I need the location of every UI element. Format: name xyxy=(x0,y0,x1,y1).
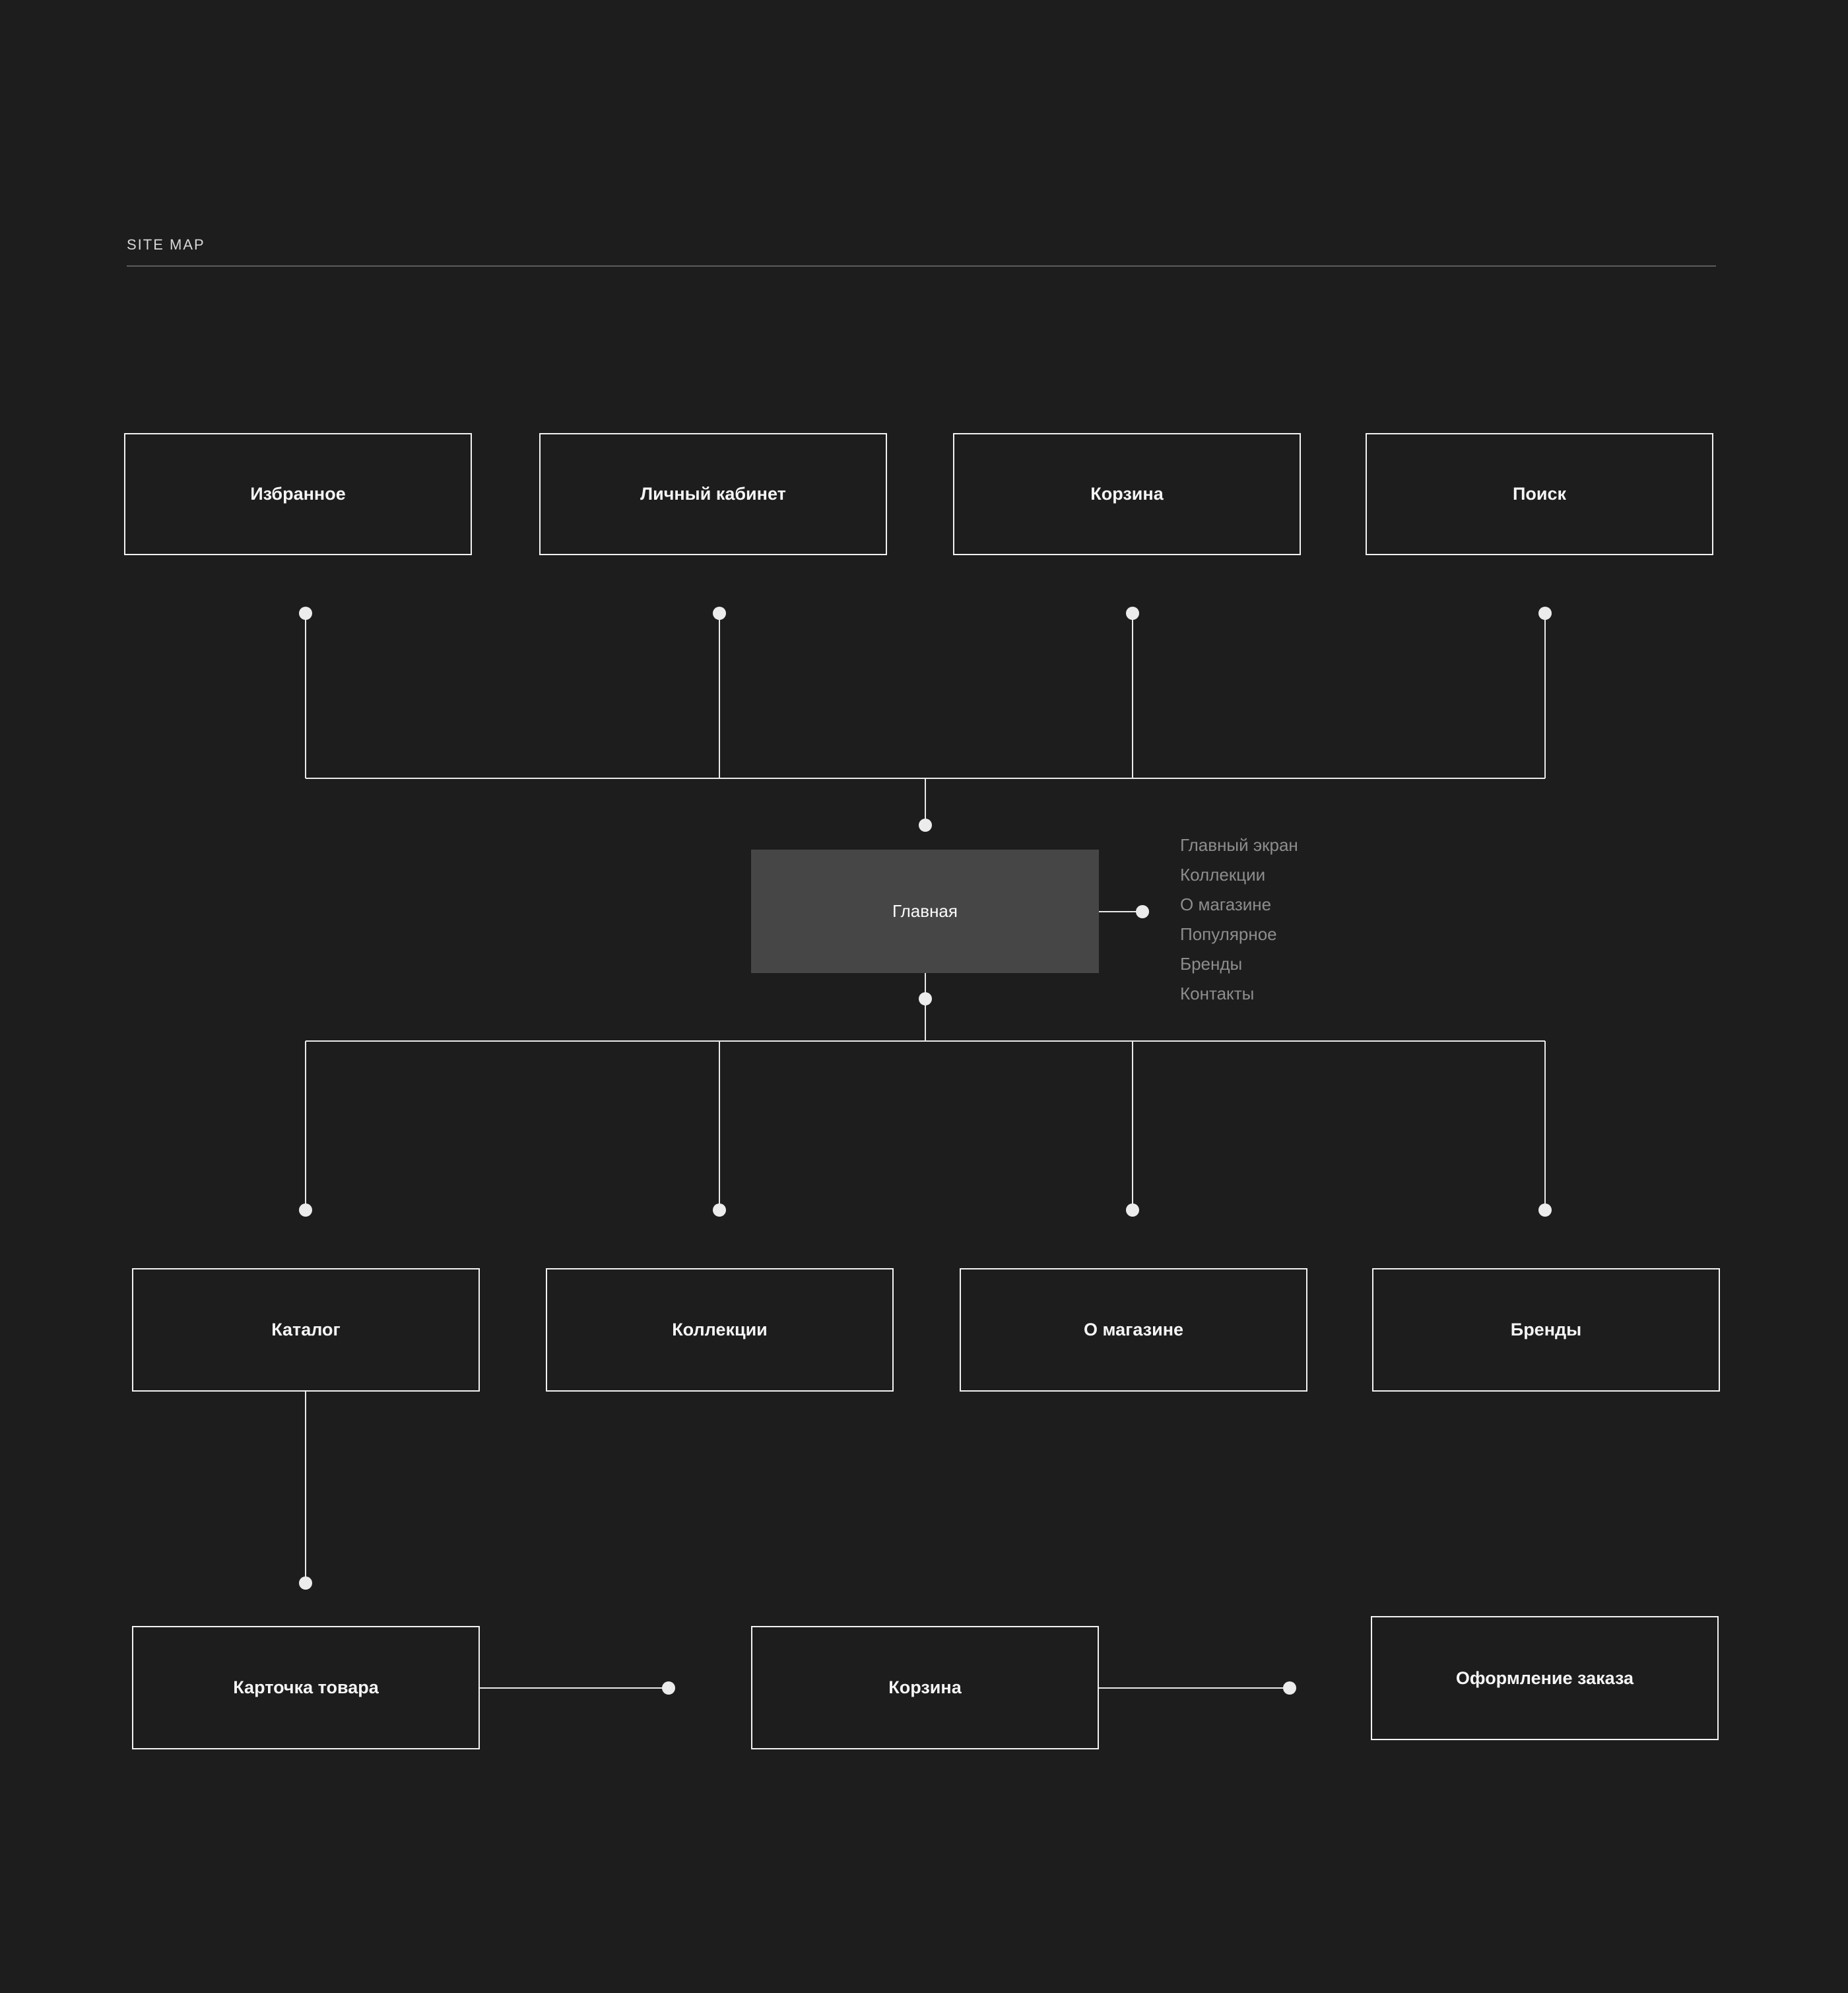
home-section-item: Коллекции xyxy=(1180,865,1266,885)
catalog-to-product-connector xyxy=(299,1392,312,1590)
middle-row-connectors xyxy=(299,973,1552,1217)
node-collections: Коллекции xyxy=(546,1268,894,1392)
home-section-item: Главный экран xyxy=(1180,835,1298,855)
node-favorites: Избранное xyxy=(124,433,472,555)
node-about: О магазине xyxy=(960,1268,1307,1392)
node-cart-bottom: Корзина xyxy=(751,1626,1099,1749)
node-label: Корзина xyxy=(1090,484,1164,504)
node-label: Избранное xyxy=(250,484,346,504)
product-to-cart-connector xyxy=(480,1681,675,1695)
page-title: SITE MAP xyxy=(127,236,205,253)
node-label: Карточка товара xyxy=(233,1677,379,1697)
home-section-item: Бренды xyxy=(1180,954,1243,974)
home-section-item: Популярное xyxy=(1180,924,1277,944)
node-label: Главная xyxy=(892,901,958,921)
node-label: Коллекции xyxy=(672,1320,768,1339)
node-label: Оформление заказа xyxy=(1455,1668,1634,1688)
cart-to-checkout-connector xyxy=(1099,1681,1296,1695)
node-product-card: Карточка товара xyxy=(132,1626,480,1749)
node-label: Корзина xyxy=(888,1677,962,1697)
node-checkout: Оформление заказа xyxy=(1371,1616,1719,1740)
node-search: Поиск xyxy=(1366,433,1713,555)
node-label: Личный кабинет xyxy=(640,484,786,504)
node-label: О магазине xyxy=(1083,1320,1184,1339)
node-cart-top: Корзина xyxy=(953,433,1301,555)
header-divider xyxy=(127,265,1716,267)
home-section-item: Контакты xyxy=(1180,984,1255,1003)
home-section-item: О магазине xyxy=(1180,895,1272,914)
top-row-connectors xyxy=(299,607,1552,832)
node-label: Бренды xyxy=(1510,1320,1582,1339)
home-sections-connector xyxy=(1099,905,1149,918)
node-label: Поиск xyxy=(1512,484,1567,504)
node-label: Каталог xyxy=(271,1320,341,1339)
node-catalog: Каталог xyxy=(132,1268,480,1392)
node-brands: Бренды xyxy=(1372,1268,1720,1392)
node-home: Главная xyxy=(751,850,1099,973)
home-sections-list: Главный экран Коллекции О магазине Попул… xyxy=(1180,830,1298,1009)
node-account: Личный кабинет xyxy=(539,433,887,555)
